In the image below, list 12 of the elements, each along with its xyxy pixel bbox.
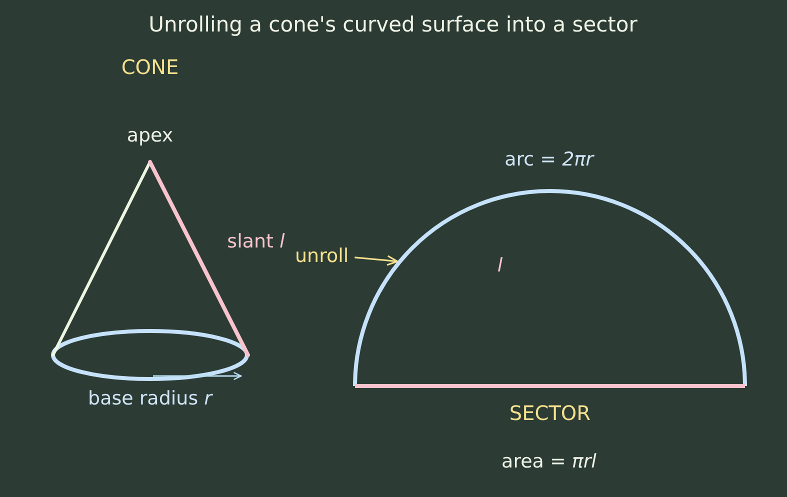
sector-heading: SECTOR <box>509 401 591 425</box>
title: Unrolling a cone's curved surface into a sector <box>148 12 638 38</box>
arrow <box>354 255 398 266</box>
unroll-label: unroll <box>295 245 349 268</box>
cone-heading: CONE <box>121 55 179 79</box>
area-formula: area = πrl <box>502 450 596 474</box>
base-radius-label: base radius r <box>88 388 212 410</box>
slant-label: slant l <box>227 230 285 254</box>
apex-label: apex <box>126 124 174 148</box>
semicircle-sector <box>353 189 747 388</box>
length-label: l <box>497 254 503 278</box>
arc-length-formula: arc = 2πr <box>504 148 594 172</box>
